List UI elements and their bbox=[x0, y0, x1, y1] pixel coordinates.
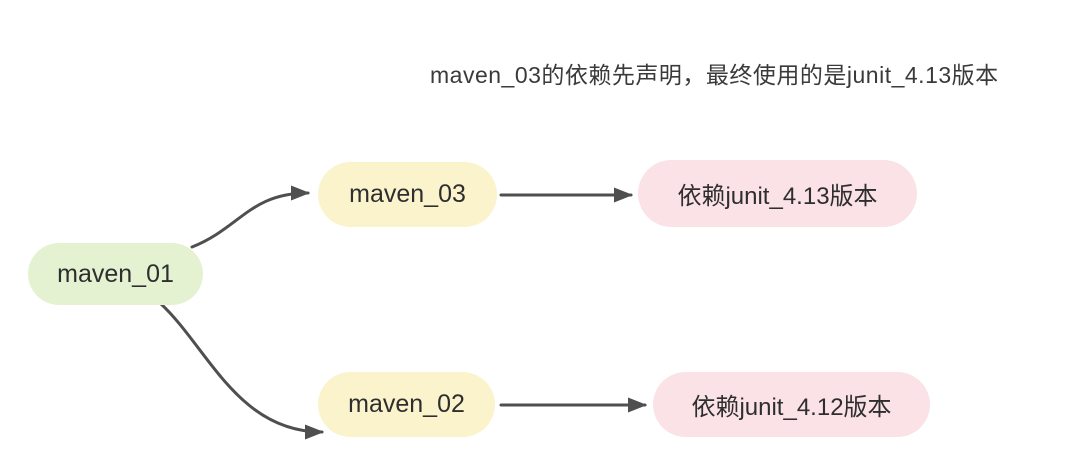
node-junit-4-12: 依赖junit_4.12版本 bbox=[653, 372, 930, 437]
edge-maven01-to-maven03 bbox=[190, 185, 310, 249]
node-maven-01: maven_01 bbox=[28, 243, 203, 305]
diagram-caption: maven_03的依赖先声明，最终使用的是junit_4.13版本 bbox=[430, 62, 999, 88]
edge-maven01-to-maven02 bbox=[158, 301, 324, 440]
node-maven-02: maven_02 bbox=[318, 372, 495, 437]
node-maven-03: maven_03 bbox=[318, 162, 497, 227]
node-junit-4-13: 依赖junit_4.13版本 bbox=[638, 160, 917, 227]
